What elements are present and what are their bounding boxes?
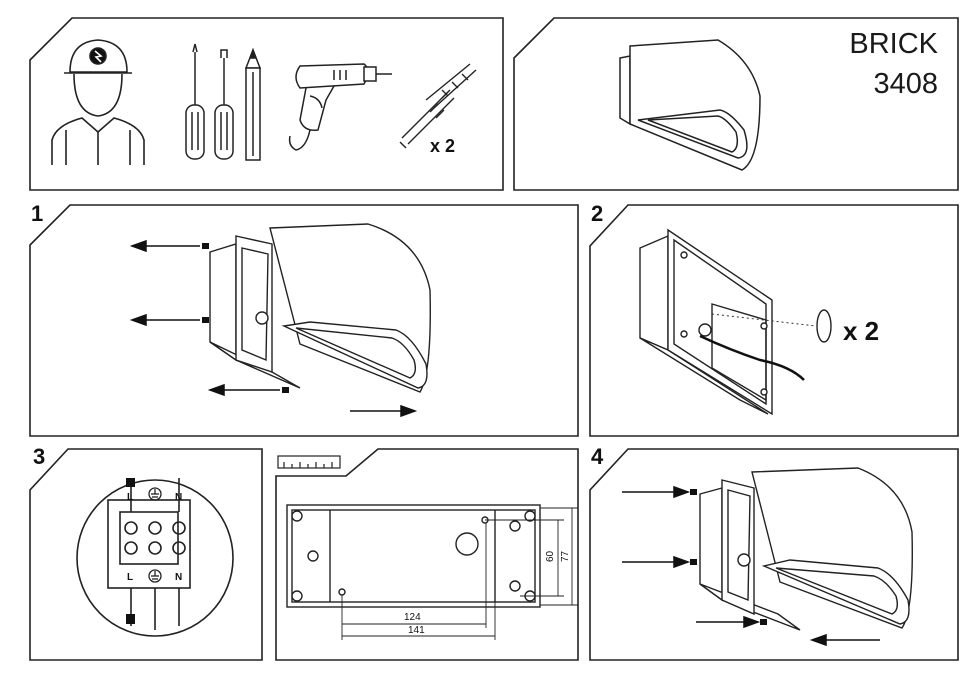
- step-1-frame: [29, 204, 579, 437]
- electrician-icon: [51, 39, 145, 165]
- product-code: 3408: [873, 68, 938, 100]
- step-4-number: 4: [591, 444, 604, 469]
- wall-plug-icon: [399, 63, 477, 149]
- ruler-icon: [277, 455, 341, 469]
- base-plate-drawing: [286, 504, 541, 608]
- dimension-lines: [341, 507, 578, 640]
- lamp-product-icon: [619, 39, 761, 171]
- tools-panel: x 2: [0, 0, 510, 195]
- cable-icon: [699, 334, 805, 381]
- wire-markers: [126, 478, 135, 624]
- terminal-bottom-n: N: [175, 572, 182, 583]
- dimension-141: 141: [408, 625, 425, 636]
- terminal-top-l: L: [127, 492, 133, 503]
- step-4-frame: [589, 448, 959, 661]
- step-1-number: 1: [31, 201, 44, 226]
- arrow-icon: [622, 485, 880, 647]
- product-name: BRICK: [849, 28, 938, 60]
- arrow-icon: [129, 239, 418, 418]
- screwdriver-icon: [185, 43, 234, 160]
- screw-icon: [690, 489, 767, 625]
- step-2-number: 2: [591, 201, 604, 226]
- lamp-disassembly-drawing: [209, 223, 431, 393]
- step-2-quantity: x 2: [843, 316, 879, 346]
- step-3-panel: L N L N 3: [0, 0, 270, 665]
- earth-symbol-icon: [148, 487, 162, 583]
- pencil-icon: [244, 47, 262, 161]
- product-panel-frame: [513, 17, 959, 191]
- step-1-panel: 1: [0, 0, 580, 440]
- dimensions-panel: 124 141 60 77: [275, 448, 579, 661]
- lamp-assembly-drawing: [699, 467, 913, 631]
- terminal-bottom-l: L: [127, 572, 133, 583]
- drill-icon: [288, 63, 392, 151]
- dimensions-frame: 124 141 60 77: [275, 448, 579, 661]
- step-2-panel: x 2 2: [589, 201, 959, 437]
- dimension-124: 124: [404, 612, 421, 623]
- step-2-frame: x 2: [589, 204, 959, 437]
- tools-panel-frame: x 2: [29, 17, 504, 191]
- screw-icon: [202, 243, 289, 393]
- mounting-box-drawing: [639, 228, 832, 416]
- step-4-panel: 4: [589, 444, 959, 661]
- step-3-frame: L N L N: [29, 448, 263, 661]
- dimension-77: 77: [560, 550, 571, 562]
- dimension-60: 60: [545, 550, 556, 562]
- product-panel: BRICK 3408: [0, 0, 970, 195]
- step-3-number: 3: [33, 444, 46, 469]
- anchor-quantity: x 2: [430, 136, 455, 156]
- terminal-top-n: N: [175, 492, 182, 503]
- wiring-circle: [76, 478, 234, 637]
